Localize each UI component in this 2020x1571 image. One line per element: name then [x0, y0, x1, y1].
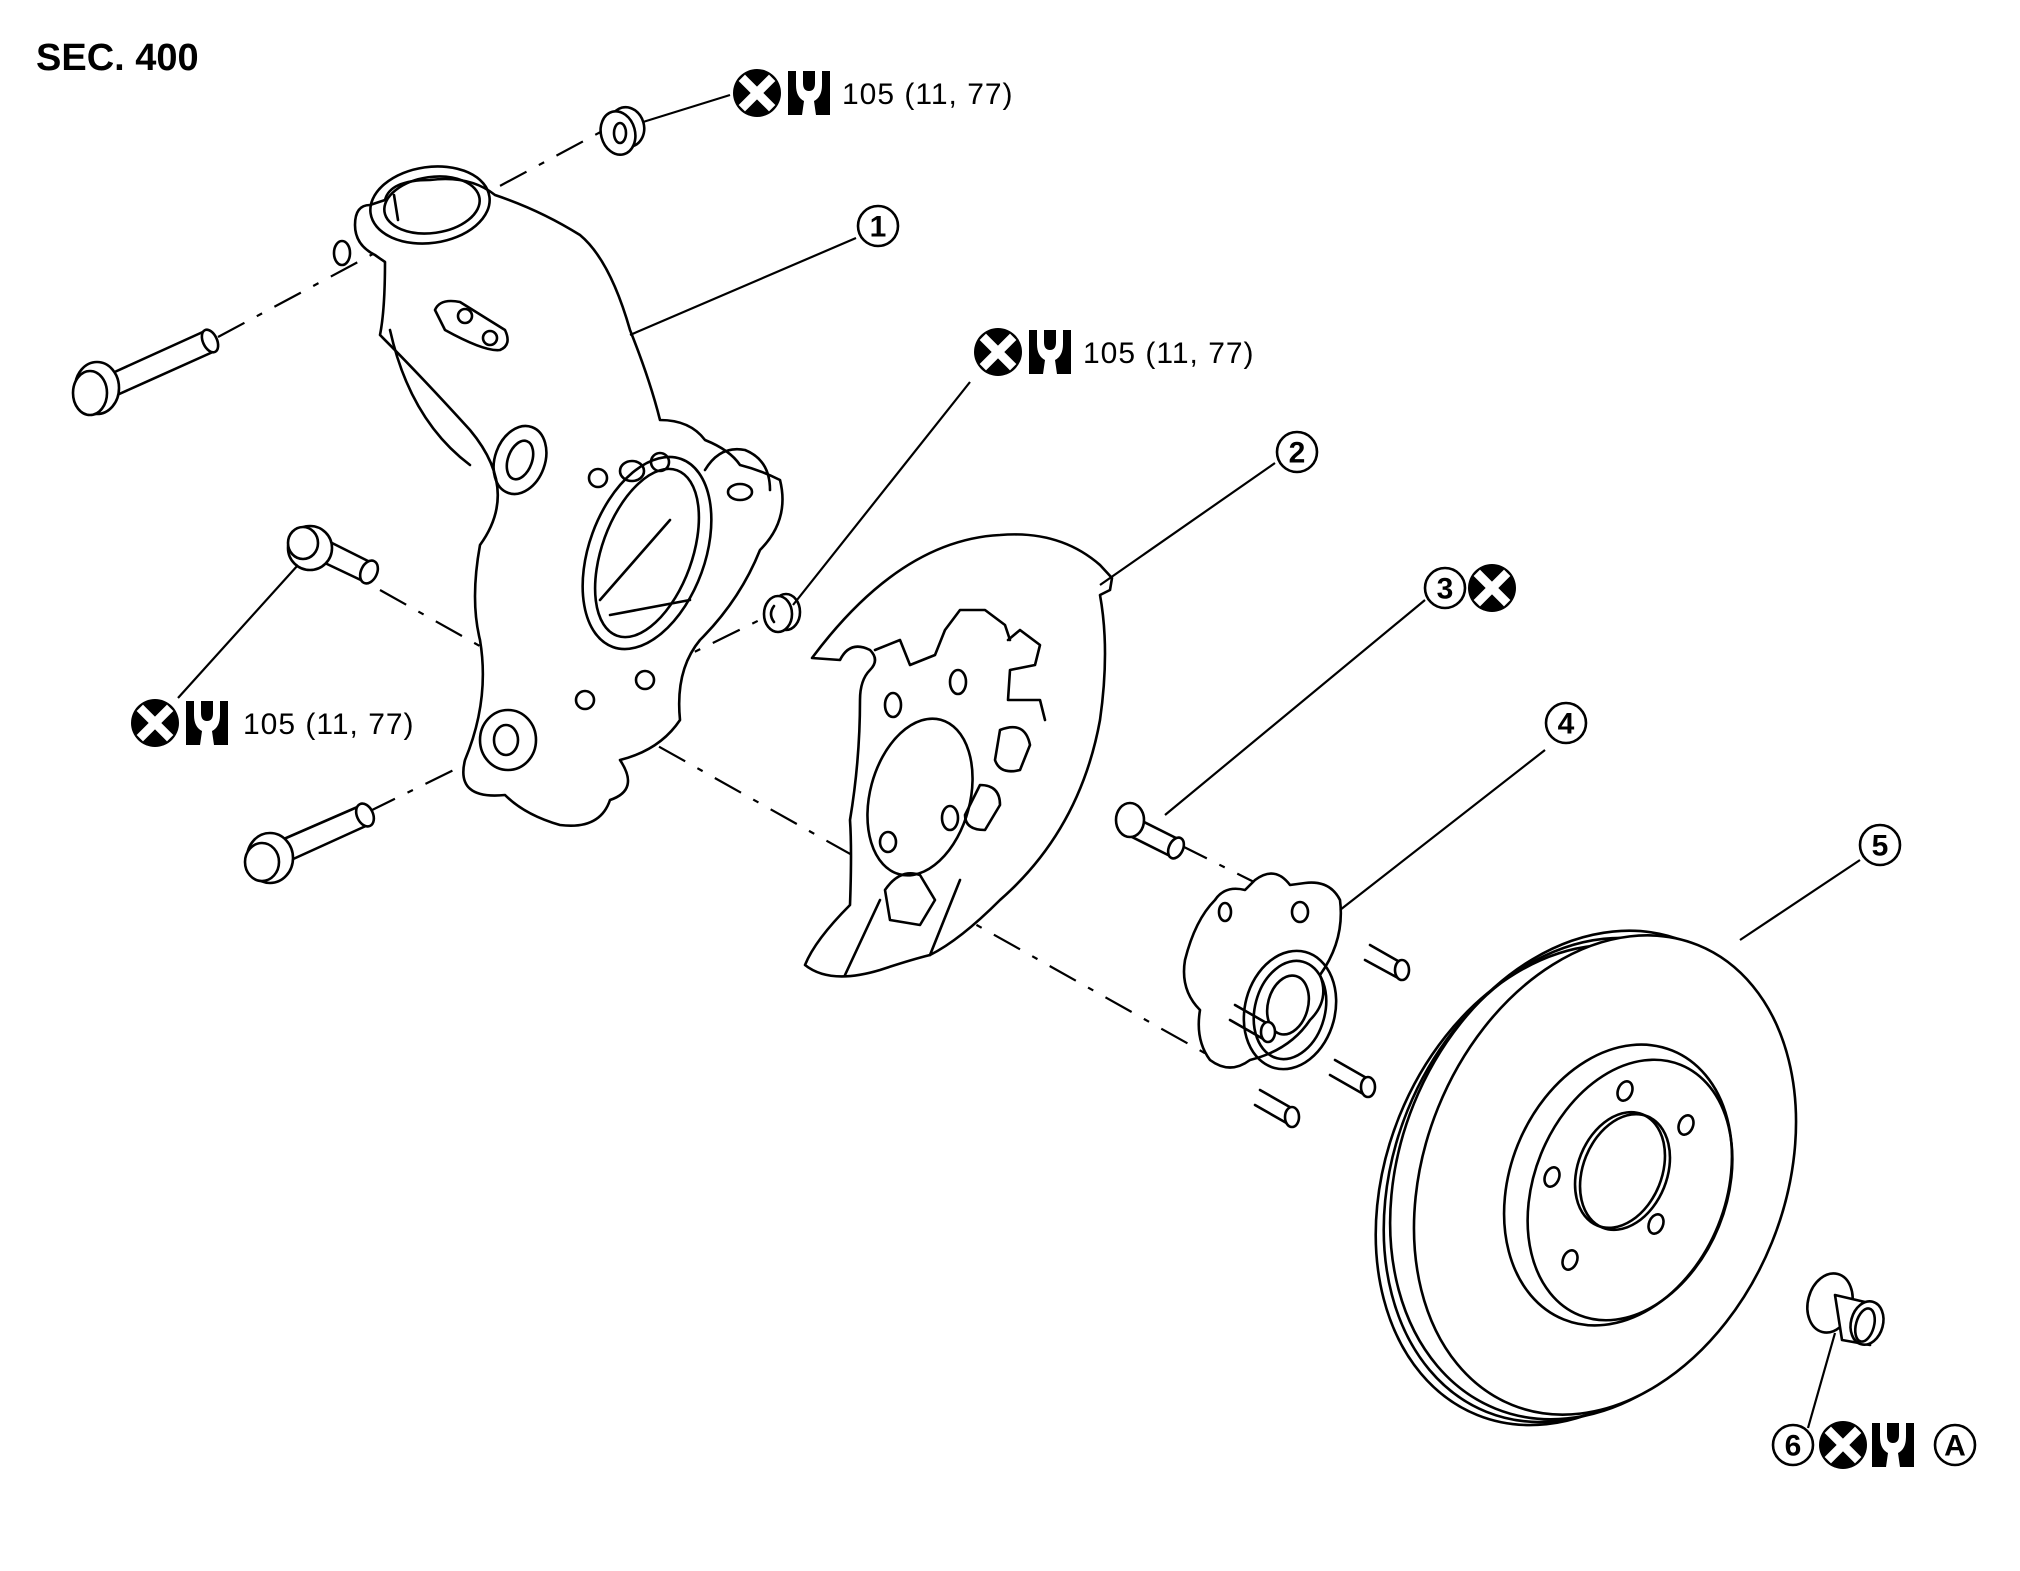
torque-label-upper-nut: 105 (11, 77)	[733, 69, 1014, 117]
leader-1	[629, 236, 857, 337]
torque-wrench-icon	[1872, 1423, 1914, 1467]
svg-text:4: 4	[1558, 708, 1575, 741]
wheel-hub-assembly	[1182, 872, 1411, 1129]
upper-nut	[599, 105, 646, 157]
do-not-reuse-icon	[1468, 564, 1516, 612]
assembly-line-middle	[379, 589, 1211, 1057]
leader-5	[1739, 859, 1861, 941]
do-not-reuse-icon	[1819, 1421, 1867, 1469]
svg-text:5: 5	[1872, 830, 1889, 863]
leader-4	[1339, 749, 1546, 911]
callout-5: 5	[1858, 823, 1902, 867]
leader-3	[1164, 599, 1426, 816]
leader-2	[1099, 462, 1276, 586]
baffle-nut	[762, 592, 802, 634]
middle-bolt	[286, 524, 380, 585]
torque-value: 105 (11, 77)	[1083, 337, 1255, 370]
hub-studs	[1228, 943, 1411, 1129]
svg-text:3: 3	[1437, 573, 1454, 606]
hub-bolt	[1114, 801, 1186, 860]
disc-rotor	[1374, 929, 1798, 1427]
leader-upper-nut	[642, 93, 731, 124]
wheel-hub-lock-nut	[1806, 1272, 1885, 1347]
do-not-reuse-icon	[131, 699, 179, 747]
splash-guard	[803, 533, 1114, 978]
torque-value: 105 (11, 77)	[243, 708, 415, 741]
steering-knuckle	[332, 165, 784, 827]
callout-2: 2	[1275, 430, 1319, 474]
torque-value: 105 (11, 77)	[842, 78, 1014, 111]
svg-text:2: 2	[1289, 437, 1306, 470]
do-not-reuse-icon	[974, 328, 1022, 376]
upper-bolt	[71, 328, 220, 417]
torque-wrench-icon	[1029, 330, 1071, 374]
leader-baffle-nut	[792, 381, 971, 606]
torque-wrench-icon	[788, 71, 830, 115]
torque-wrench-icon	[186, 701, 228, 745]
leader-lower-bolts	[177, 564, 299, 699]
note-a-icon	[1933, 1423, 1977, 1467]
callout-3: 3	[1423, 564, 1516, 612]
svg-text:A: A	[1944, 1430, 1966, 1463]
leader-6	[1806, 1332, 1837, 1429]
svg-text:1: 1	[870, 211, 887, 244]
callout-4: 4	[1544, 701, 1588, 745]
lower-bolt	[243, 802, 376, 885]
section-title: SEC. 400	[36, 37, 199, 79]
callout-6: 6 A	[1771, 1421, 1977, 1469]
torque-label-lower-bolts: 105 (11, 77)	[131, 699, 415, 747]
assembly-line-lower	[367, 609, 781, 813]
callout-1: 1	[856, 204, 900, 248]
do-not-reuse-icon	[733, 69, 781, 117]
torque-label-baffle-nut: 105 (11, 77)	[974, 328, 1255, 376]
svg-text:6: 6	[1785, 1430, 1802, 1463]
